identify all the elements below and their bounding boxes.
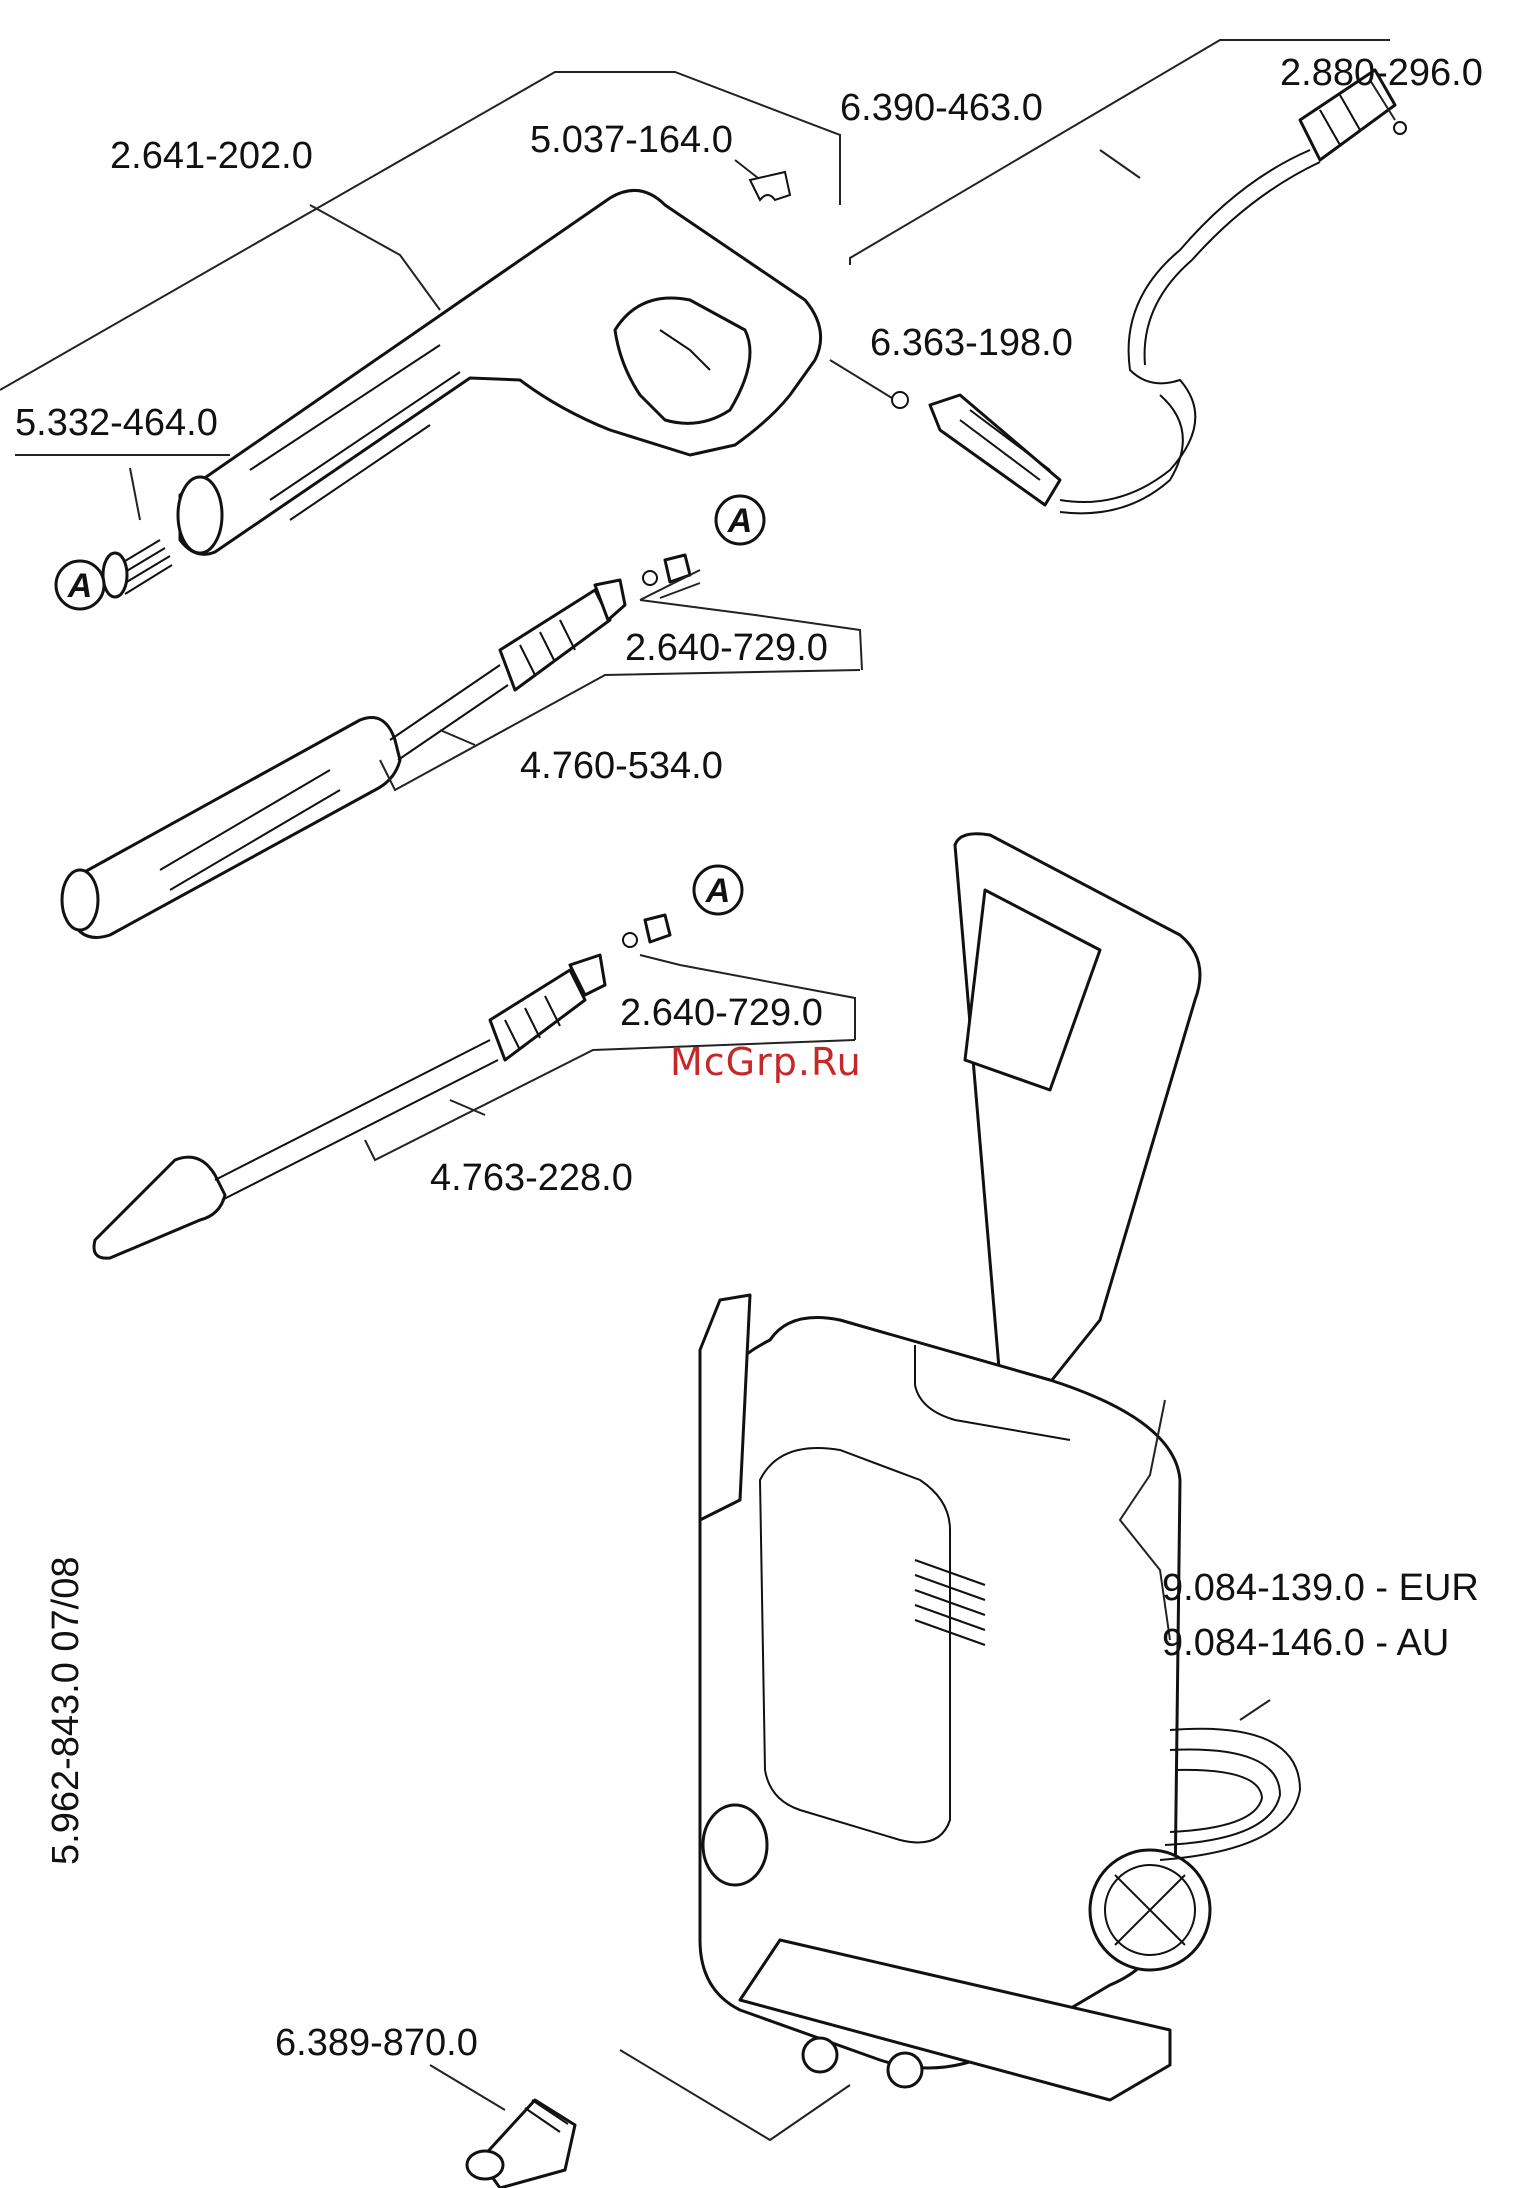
- svg-text:A: A: [705, 872, 731, 910]
- label-hose-oring: 2.880-296.0: [1280, 52, 1483, 94]
- document-number: 5.962-843.0 07/08: [45, 1557, 87, 1866]
- label-machine-au: 9.084-146.0 - AU: [1162, 1622, 1449, 1664]
- watermark-text: McGrp.Ru: [670, 1040, 862, 1084]
- label-seal-kit-2: 2.640-729.0: [620, 992, 823, 1034]
- label-seal-kit-1: 2.640-729.0: [625, 627, 828, 669]
- label-coupling: 6.389-870.0: [275, 2022, 478, 2064]
- callout-a-2: A: [716, 496, 764, 544]
- callout-a-1: A: [56, 561, 104, 609]
- callout-a-3: A: [694, 866, 742, 914]
- label-trigger-gun: 2.641-202.0: [110, 135, 313, 177]
- label-hose: 6.390-463.0: [840, 87, 1043, 129]
- label-clip: 5.037-164.0: [530, 119, 733, 161]
- coupling-drawing: [467, 2100, 575, 2188]
- svg-text:A: A: [67, 567, 93, 605]
- label-spring: 5.332-464.0: [15, 402, 218, 444]
- label-machine-eur: 9.084-139.0 - EUR: [1162, 1567, 1479, 1609]
- rotor-lance-drawing: [94, 915, 670, 1258]
- hose-drawing: [892, 70, 1406, 513]
- trigger-gun-drawing: [178, 190, 821, 554]
- label-rotor-lance: 4.763-228.0: [430, 1157, 633, 1199]
- svg-text:A: A: [727, 502, 753, 540]
- label-oring: 6.363-198.0: [870, 322, 1073, 364]
- label-vario-lance: 4.760-534.0: [520, 745, 723, 787]
- spring-drawing: [103, 540, 172, 597]
